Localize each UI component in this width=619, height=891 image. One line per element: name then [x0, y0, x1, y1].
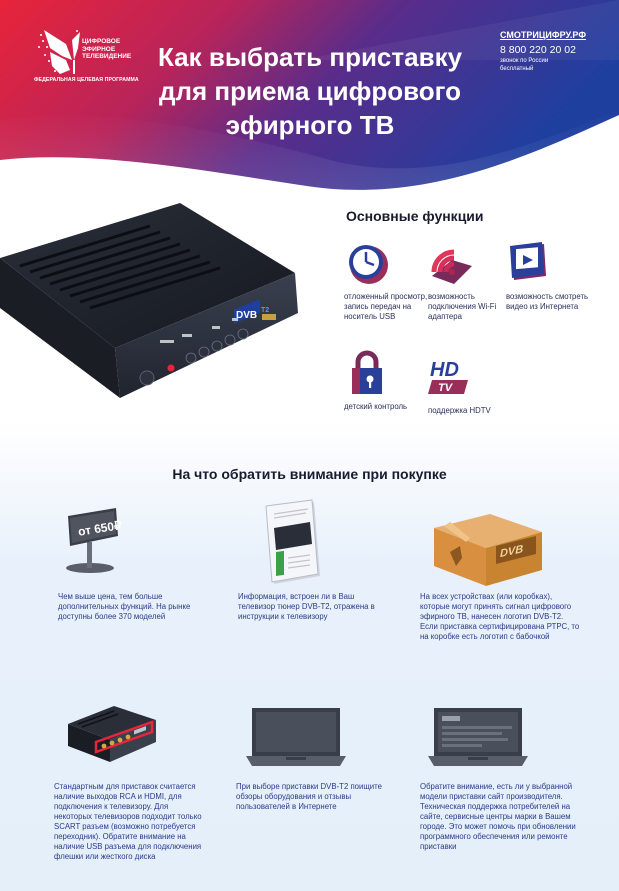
title-line-3: эфирного ТВ	[225, 110, 395, 140]
box-vents	[19, 224, 221, 310]
svg-text:TV: TV	[438, 382, 454, 394]
led-indicator	[167, 364, 175, 372]
site-link[interactable]: СМОТРИЦИФРУ.РФ	[500, 30, 586, 40]
logo-line-1: ЦИФРОВОЕ	[82, 38, 121, 45]
wifi-icon	[431, 249, 472, 284]
dvb-label: DVB	[236, 310, 257, 321]
dvb-badge	[234, 298, 260, 324]
purchase-text-box: На всех устройствах (или коробках), кото…	[420, 592, 580, 641]
front-small-labels	[160, 318, 238, 343]
function-text: детский контроль	[344, 402, 408, 411]
function-text: возможность смотреть видео из Интернета	[506, 292, 589, 311]
function-text: поддержка HDTV	[428, 406, 491, 415]
dvb-box-icon: DVB	[434, 514, 542, 586]
set-top-box-illustration: DVB T2	[0, 203, 298, 398]
hdtv-icon: HD TV	[428, 359, 468, 394]
page-title: Как выбрать приставку для приема цифрово…	[140, 40, 480, 142]
header-banner: ЦИФРОВОЕ ЭФИРНОЕ ТЕЛЕВИДЕНИЕ ФЕДЕРАЛЬНАЯ…	[0, 0, 619, 210]
title-line-1: Как выбрать приставку	[157, 42, 463, 72]
video-play-icon	[510, 242, 546, 280]
purchase-text-manual: Информация, встроен ли в Ваш телевизор т…	[238, 592, 375, 621]
box-top	[0, 203, 295, 348]
usb-port	[262, 314, 276, 320]
function-item-video: возможность смотреть видео из Интернета	[506, 240, 596, 312]
box-side	[0, 258, 120, 398]
header-background	[0, 0, 619, 193]
purchase-section-background	[0, 420, 619, 891]
function-item-hdtv: HD TV поддержка HDTV	[428, 354, 518, 416]
function-item-recording: отложенный просмотр, запись передач на н…	[344, 240, 434, 322]
function-item-wifi: возможность подключения Wi-Fi адаптера	[428, 240, 518, 322]
logo-line-3: ТЕЛЕВИДЕНИЕ	[82, 53, 132, 60]
logo-text: ЦИФРОВОЕ ЭФИРНОЕ ТЕЛЕВИДЕНИЕ	[82, 38, 142, 61]
clock-icon	[349, 245, 388, 284]
function-item-parental: детский контроль	[344, 350, 434, 412]
laptop-reviews-icon	[246, 708, 346, 766]
purchase-title: На что обратить внимание при покупке	[172, 466, 447, 482]
connectors-icon	[68, 706, 156, 762]
purchase-text-site: Обратите внимание, есть ли у выбранной м…	[420, 782, 576, 851]
function-text: возможность подключения Wi-Fi адаптера	[428, 292, 497, 321]
box-dvb-logo: DVB	[500, 543, 523, 560]
price-sign-icon: от 650₽	[66, 508, 123, 573]
price-label: от 650₽	[77, 518, 123, 539]
function-text: отложенный просмотр, запись передач на н…	[344, 292, 428, 321]
purchase-text-reviews: При выборе приставки DVB-T2 поищите обзо…	[236, 782, 382, 811]
logo-line-2: ЭФИРНОЕ	[82, 45, 116, 53]
front-buttons	[185, 328, 249, 364]
functions-title: Основные функции	[346, 208, 484, 224]
manual-book-icon	[265, 499, 320, 584]
butterfly-logo-icon	[38, 30, 80, 74]
hotline-phone[interactable]: 8 800 220 20 02	[500, 44, 576, 56]
purchase-text-price: Чем выше цена, тем больше дополнительных…	[58, 592, 191, 621]
title-line-2: для приема цифрового	[158, 76, 462, 106]
phone-note: звонок по России бесплатный	[500, 58, 549, 72]
logo-program-caption: ФЕДЕРАЛЬНАЯ ЦЕЛЕВАЯ ПРОГРАММА	[34, 77, 139, 83]
purchase-text-connectors: Стандартным для приставок считается нали…	[54, 782, 202, 861]
laptop-site-icon	[428, 708, 528, 766]
lock-icon	[352, 350, 382, 394]
power-button	[139, 370, 155, 386]
t2-label: T2	[261, 307, 269, 314]
svg-text:HD: HD	[430, 359, 459, 381]
